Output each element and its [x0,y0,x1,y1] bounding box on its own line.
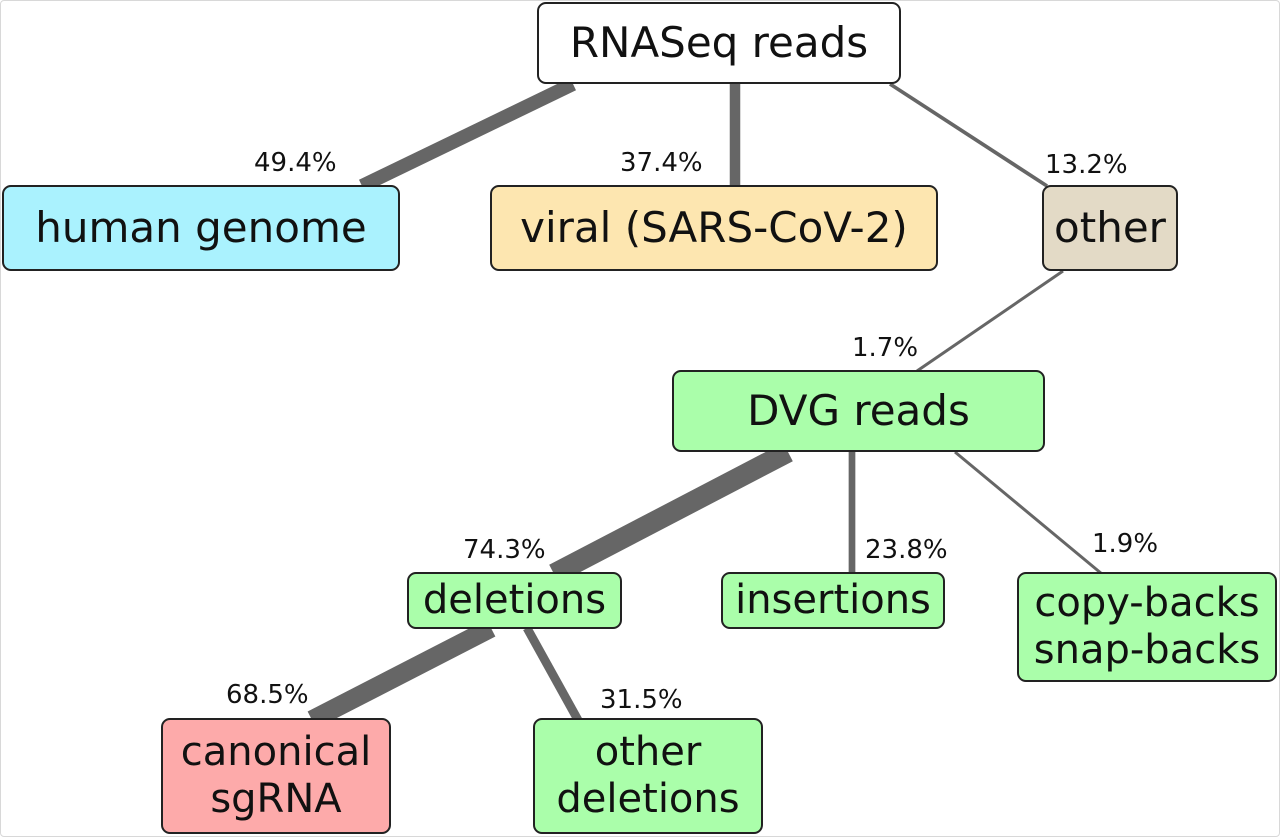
node-other-deletions-label: other deletions [556,729,740,822]
percent-label-otherdel: 31.5% [600,685,683,715]
percent-label-deletions: 74.3% [463,535,546,565]
percent-label-copybacks: 1.9% [1092,529,1159,559]
node-insertions: insertions [721,572,945,629]
node-insertions-label: insertions [735,577,931,623]
node-rnaseq-reads-label: RNASeq reads [569,18,869,67]
percent-label-human: 49.4% [254,148,337,178]
node-dvg-reads: DVG reads [672,370,1045,452]
node-copy-backs: copy-backs snap-backs [1017,572,1277,682]
percent-label-canonical: 68.5% [226,680,309,710]
edge-deletions-otherdel [523,625,582,723]
node-canonical-sgrna-label: canonical sgRNA [180,729,372,822]
edge-other-dvg [916,269,1064,373]
node-rnaseq-reads: RNASeq reads [537,2,901,84]
node-copy-backs-label: copy-backs snap-backs [1033,580,1261,673]
edge-rnaseq-other [888,82,1049,188]
node-viral: viral (SARS-CoV-2) [490,185,938,271]
percent-label-other: 13.2% [1045,150,1128,180]
node-other-label: other [1054,203,1166,252]
percent-label-insertions: 23.8% [865,535,948,565]
node-deletions: deletions [407,572,622,629]
node-deletions-label: deletions [422,577,607,623]
edge-dvg-copybacks [954,450,1103,576]
node-other-deletions: other deletions [533,718,763,834]
percent-label-viral: 37.4% [620,148,703,178]
percent-label-dvg: 1.7% [852,333,919,363]
node-human-genome: human genome [2,185,400,271]
node-viral-label: viral (SARS-CoV-2) [520,203,908,252]
edge-dvg-deletions [549,442,793,584]
node-other: other [1042,185,1178,271]
edge-rnaseq-human [358,77,577,193]
node-human-genome-label: human genome [35,203,367,252]
node-dvg-reads-label: DVG reads [747,386,970,435]
node-canonical-sgrna: canonical sgRNA [161,718,391,834]
edge-deletions-canonical [307,619,496,729]
